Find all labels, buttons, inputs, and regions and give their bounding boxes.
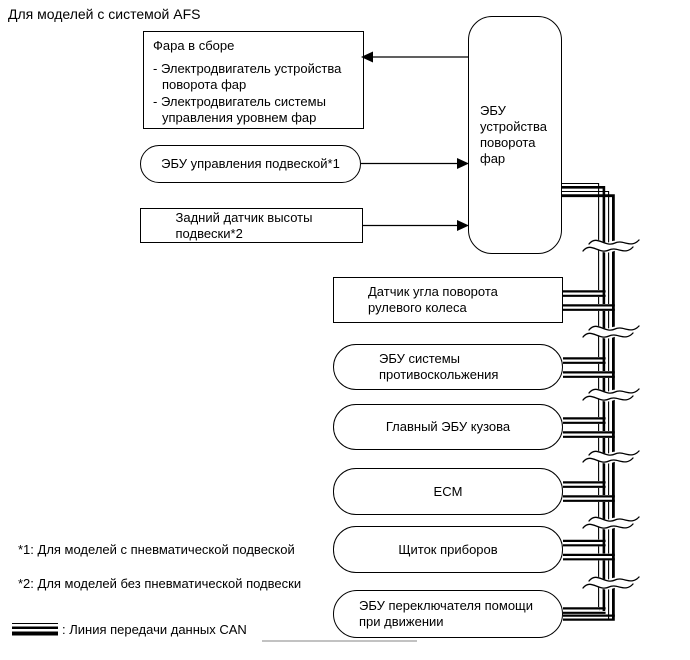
box-suspension-control-ecu: ЭБУ управления подвеской*1 [140, 145, 361, 183]
footnote-2: *2: Для моделей без пневматической подве… [18, 576, 302, 591]
legend-label: : Линия передачи данных CAN [62, 622, 247, 637]
headlight-assembly-item-swivel-motor: - Электродвигатель устройства поворота ф… [153, 61, 342, 92]
headlight-assembly-item-leveling-motor: - Электродвигатель системы управления ур… [153, 94, 326, 125]
can-line-break-icon [581, 449, 641, 464]
can-line-break-icon [581, 387, 641, 402]
arrow-to-headlight-assembly [361, 51, 468, 63]
can-stub-ecm [563, 481, 615, 502]
legend: : Линия передачи данных CAN [12, 622, 247, 637]
box-steering-angle-sensor: Датчик угла поворота рулевого колеса [333, 277, 563, 323]
box-rear-height-sensor: Задний датчик высоты подвески*2 [140, 208, 363, 243]
signal-arrows [361, 51, 469, 231]
ecm-label: ECM [433, 483, 463, 499]
headlight-swivel-ecu-label: ЭБУ устройства поворота фар [480, 103, 547, 166]
instrument-cluster-label: Щиток приборов [398, 541, 498, 557]
can-stub-steering [563, 290, 615, 311]
box-headlight-assembly: Фара в сборе - Электродвигатель устройст… [143, 31, 364, 129]
box-ecm: ECM [333, 468, 563, 515]
can-data-line-icon [12, 623, 58, 636]
main-body-ecu-label: Главный ЭБУ кузова [385, 419, 511, 434]
page-title: Для моделей с системой AFS [8, 6, 201, 22]
arrow-from-suspension-ecu [361, 158, 469, 169]
can-stub-skid [563, 357, 615, 378]
can-line-break-icon [581, 515, 641, 530]
box-drive-assist-switch-ecu: ЭБУ переключателя помощи при движении [333, 590, 563, 638]
can-stub-cluster [563, 539, 615, 561]
can-stubs [563, 290, 615, 621]
can-line-break-icon [581, 324, 641, 339]
footnote-1: *1: Для моделей с пневматической подвеск… [18, 542, 295, 557]
skid-control-ecu-label: ЭБУ системы противоскольжения [379, 351, 499, 382]
box-main-body-ecu: Главный ЭБУ кузова [333, 404, 563, 450]
can-line-breaks [581, 238, 641, 590]
can-stub-assist [563, 607, 615, 621]
box-skid-control-ecu: ЭБУ системы противоскольжения [333, 344, 563, 390]
suspension-control-ecu-label: ЭБУ управления подвеской*1 [161, 156, 340, 171]
arrow-from-rear-height-sensor [363, 220, 469, 231]
can-line-break-icon [581, 238, 641, 253]
box-instrument-cluster: Щиток приборов [333, 526, 563, 573]
can-line-break-icon [581, 575, 641, 590]
drive-assist-switch-ecu-label: ЭБУ переключателя помощи при движении [359, 598, 534, 629]
can-trunk-lines [562, 182, 615, 619]
headlight-assembly-title: Фара в сборе [153, 38, 235, 53]
rear-height-sensor-label: Задний датчик высоты подвески*2 [175, 209, 313, 241]
can-stub-body [563, 417, 615, 438]
gray-divider-fragment [262, 640, 417, 642]
box-headlight-swivel-ecu: ЭБУ устройства поворота фар [468, 16, 562, 254]
steering-angle-sensor-label: Датчик угла поворота рулевого колеса [368, 284, 498, 315]
